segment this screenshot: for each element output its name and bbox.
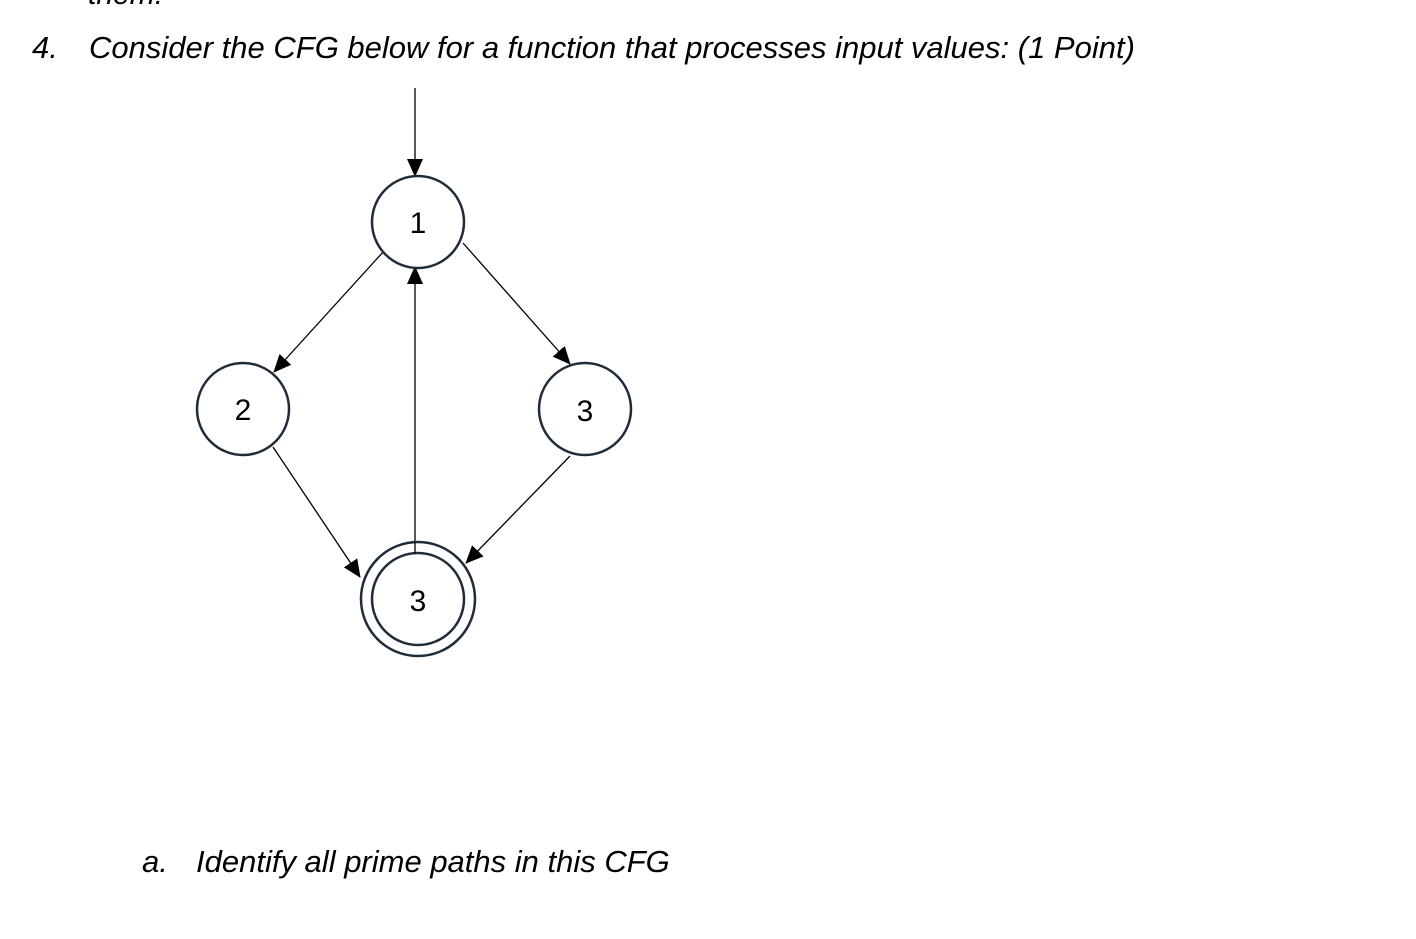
node-3-right-label: 3 [577, 395, 594, 428]
node-2-label: 2 [235, 394, 252, 427]
node-3-bottom-final: 3 [359, 540, 477, 658]
node-2: 2 [195, 361, 291, 457]
node-3-right: 3 [537, 361, 633, 457]
edge-1-to-2 [273, 250, 385, 373]
edge-1-to-3-right [462, 242, 571, 365]
subquestion-letter: a. [142, 844, 168, 879]
subquestion-a: a. Identify all prime paths in this CFG [142, 844, 670, 880]
subquestion-text: Identify all prime paths in this CFG [196, 844, 670, 879]
previous-text-fragment: them. [88, 0, 163, 10]
node-1-label: 1 [410, 207, 427, 240]
edge-3-right-to-3-bottom [465, 455, 571, 564]
question-number: 4. [32, 30, 58, 65]
edge-2-to-3-bottom [272, 446, 361, 578]
question-text: Consider the CFG below for a function th… [89, 30, 1135, 65]
question-4: 4. Consider the CFG below for a function … [32, 30, 1135, 66]
node-1: 1 [370, 174, 466, 270]
node-3-bottom-label: 3 [410, 585, 427, 618]
